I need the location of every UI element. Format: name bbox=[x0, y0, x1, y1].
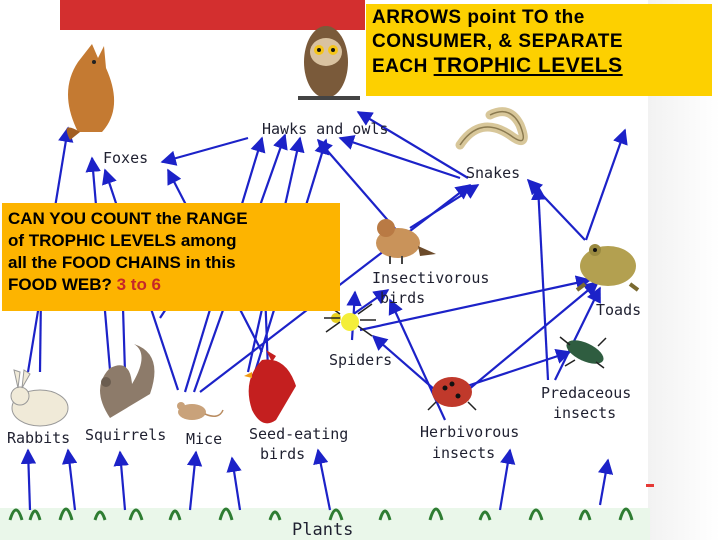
squirrel-illustration bbox=[100, 344, 155, 418]
spider-illustration bbox=[324, 303, 376, 337]
label-herbivorous-insects: insects bbox=[432, 444, 496, 462]
fox-illustration bbox=[66, 44, 115, 140]
label-spiders: Spiders bbox=[329, 351, 393, 369]
label-predaceous: Predaceous bbox=[541, 384, 632, 402]
label-toads: Toads bbox=[596, 301, 642, 319]
label-insectivorous-birds: birds bbox=[380, 289, 426, 307]
rabbit-illustration bbox=[10, 369, 69, 427]
callout-line-2: CONSUMER, & SEPARATE bbox=[372, 31, 624, 52]
snake-illustration bbox=[455, 107, 528, 150]
label-mice: Mice bbox=[186, 430, 223, 448]
label-foxes: Foxes bbox=[103, 149, 149, 167]
red-dash-mark bbox=[646, 484, 654, 487]
arrows-instruction-callout: ARROWS point TO the CONSUMER, & SEPARATE… bbox=[366, 4, 712, 96]
label-seed-eating-birds: birds bbox=[260, 445, 306, 463]
question-line-4-prefix: FOOD WEB? bbox=[8, 275, 117, 294]
question-line-2: of TROPHIC LEVELS among bbox=[8, 231, 237, 250]
question-line-1: CAN YOU COUNT the RANGE bbox=[8, 209, 248, 228]
trophic-range-question-callout: CAN YOU COUNT the RANGE of TROPHIC LEVEL… bbox=[2, 203, 340, 311]
question-line-3: all the FOOD CHAINS in this bbox=[8, 253, 236, 272]
herbivorous-insect-illustration bbox=[427, 377, 477, 411]
label-squirrels: Squirrels bbox=[85, 426, 167, 444]
predaceous-insect-illustration bbox=[559, 336, 607, 369]
plants-illustration bbox=[0, 507, 650, 540]
label-snakes: Snakes bbox=[466, 164, 521, 182]
label-seed-eating: Seed-eating bbox=[249, 425, 349, 443]
answer-range: 3 to 6 bbox=[116, 275, 162, 294]
callout-line-3: EACH TROPHIC LEVELS bbox=[372, 54, 706, 79]
label-rabbits: Rabbits bbox=[7, 429, 71, 447]
owl-illustration bbox=[298, 26, 360, 100]
question-line-4: FOOD WEB? 3 to 6 bbox=[8, 274, 334, 296]
label-plants: Plants bbox=[292, 520, 354, 540]
food-web-arrows bbox=[20, 111, 628, 511]
label-insectivorous: Insectivorous bbox=[372, 269, 490, 287]
red-title-bar bbox=[60, 0, 365, 30]
insectivorous-bird-illustration bbox=[376, 219, 436, 264]
mouse-illustration bbox=[177, 402, 224, 420]
callout-line-3-prefix: EACH bbox=[372, 56, 434, 77]
label-predaceous-insects: insects bbox=[553, 404, 617, 422]
cardinal-illustration bbox=[244, 350, 296, 424]
toad-illustration bbox=[575, 244, 640, 292]
label-herbivorous: Herbivorous bbox=[420, 423, 520, 441]
label-hawks-and-owls: Hawks and owls bbox=[262, 120, 389, 138]
callout-line-1: ARROWS point TO the bbox=[372, 7, 585, 28]
trophic-levels-emphasis: TROPHIC LEVELS bbox=[433, 54, 623, 77]
